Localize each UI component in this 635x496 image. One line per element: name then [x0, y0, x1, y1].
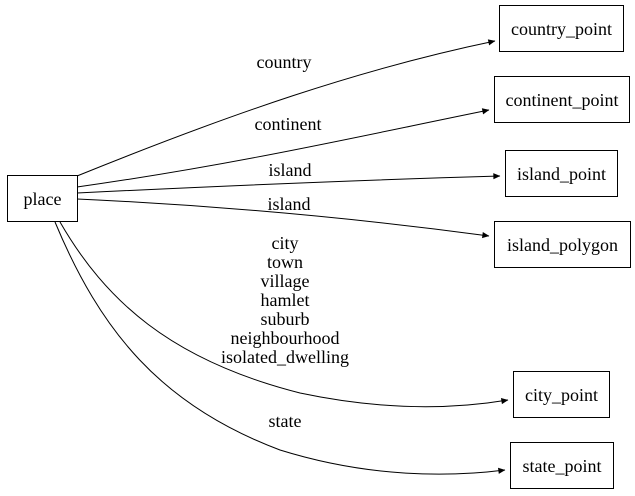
edge-label-suburb: suburb	[261, 309, 310, 329]
node-label-place: place	[24, 189, 62, 209]
node-box	[513, 371, 610, 418]
node-label-state-point: state_point	[523, 456, 602, 476]
edge-label-city: city	[272, 233, 299, 253]
edge-line	[76, 198, 490, 239]
node-box	[505, 150, 618, 197]
node-label-island-polygon: island_polygon	[507, 235, 618, 255]
node-label-continent-point: continent_point	[506, 90, 619, 110]
edge-place-country-point: country	[76, 39, 496, 177]
edge-label-island-2: island	[268, 194, 311, 214]
node-state-point: state_point	[510, 442, 614, 489]
edge-place-continent-point: continent	[76, 108, 490, 188]
edge-label-country: country	[257, 52, 312, 72]
edge-line	[76, 108, 490, 188]
node-box	[494, 76, 630, 123]
edge-place-state-point: state	[54, 221, 506, 475]
node-box	[494, 221, 631, 268]
node-city-point: city_point	[513, 371, 610, 418]
node-island-polygon: island_polygon	[494, 221, 631, 268]
edge-line	[59, 221, 509, 408]
node-place: place	[7, 175, 78, 222]
edge-label-island-1: island	[269, 160, 312, 180]
edge-label-continent: continent	[255, 114, 322, 134]
edge-label-state: state	[269, 411, 302, 431]
node-box	[510, 442, 614, 489]
node-country-point: country_point	[499, 5, 624, 52]
edge-line	[76, 173, 501, 194]
edge-place-island-polygon: island	[76, 194, 490, 239]
edge-label-village: village	[261, 271, 310, 291]
node-label-city-point: city_point	[525, 385, 598, 405]
edge-label-town: town	[267, 252, 303, 272]
edge-label-isolated-dwelling: isolated_dwelling	[221, 347, 349, 367]
node-label-country-point: country_point	[511, 19, 612, 39]
node-box	[499, 5, 624, 52]
node-label-island-point: island_point	[517, 164, 606, 184]
edge-line	[54, 221, 506, 475]
edge-place-island-point: island	[76, 160, 501, 194]
node-box	[7, 175, 78, 222]
edge-label-hamlet: hamlet	[261, 290, 310, 310]
edge-label-neighbourhood: neighbourhood	[231, 328, 340, 348]
node-continent-point: continent_point	[494, 76, 630, 123]
node-island-point: island_point	[505, 150, 618, 197]
edge-place-city-point: city town village hamlet suburb neighbou…	[59, 221, 509, 408]
edge-line	[76, 39, 496, 177]
